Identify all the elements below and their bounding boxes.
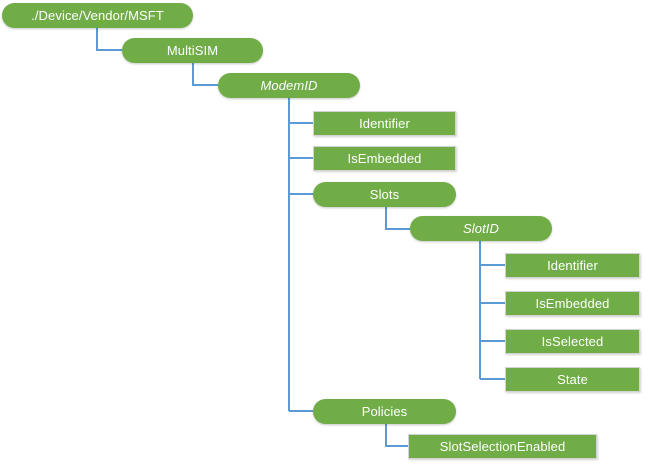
node-label-root: ./Device/Vendor/MSFT <box>31 8 164 23</box>
connector-policies-to-slotselectionenabled <box>385 424 408 447</box>
node-label-slot-identifier: Identifier <box>547 258 598 273</box>
node-label-slotselectionenabled: SlotSelectionEnabled <box>439 439 566 454</box>
node-label-multisim: MultiSIM <box>166 43 219 58</box>
node-label-slotid: SlotID <box>462 221 499 236</box>
connector-multisim-to-modemid <box>192 63 218 86</box>
node-label-slot-state: State <box>557 372 588 387</box>
node-modem-identifier: Identifier <box>313 111 456 136</box>
node-multisim: MultiSIM <box>122 38 263 63</box>
node-policies: Policies <box>313 399 456 424</box>
node-modem-isembedded: IsEmbedded <box>313 146 456 171</box>
node-label-slot-isembedded: IsEmbedded <box>535 296 610 311</box>
node-slotid: SlotID <box>410 216 552 241</box>
connector-slots-to-slotid <box>385 207 410 230</box>
node-label-modem-isembedded: IsEmbedded <box>347 151 422 166</box>
node-slots: Slots <box>313 182 456 207</box>
node-slot-isembedded: IsEmbedded <box>505 291 640 316</box>
node-slotselectionenabled: SlotSelectionEnabled <box>408 434 597 459</box>
node-label-modem-identifier: Identifier <box>359 116 410 131</box>
node-label-slot-isselected: IsSelected <box>541 334 604 349</box>
connector-root-to-multisim <box>96 28 122 51</box>
node-slot-state: State <box>505 367 640 392</box>
node-slot-identifier: Identifier <box>505 253 640 278</box>
node-modemid: ModemID <box>218 73 360 98</box>
node-label-policies: Policies <box>361 404 408 419</box>
node-label-slots: Slots <box>369 187 400 202</box>
node-label-modemid: ModemID <box>260 78 318 93</box>
node-slot-isselected: IsSelected <box>505 329 640 354</box>
node-root: ./Device/Vendor/MSFT <box>2 3 193 28</box>
